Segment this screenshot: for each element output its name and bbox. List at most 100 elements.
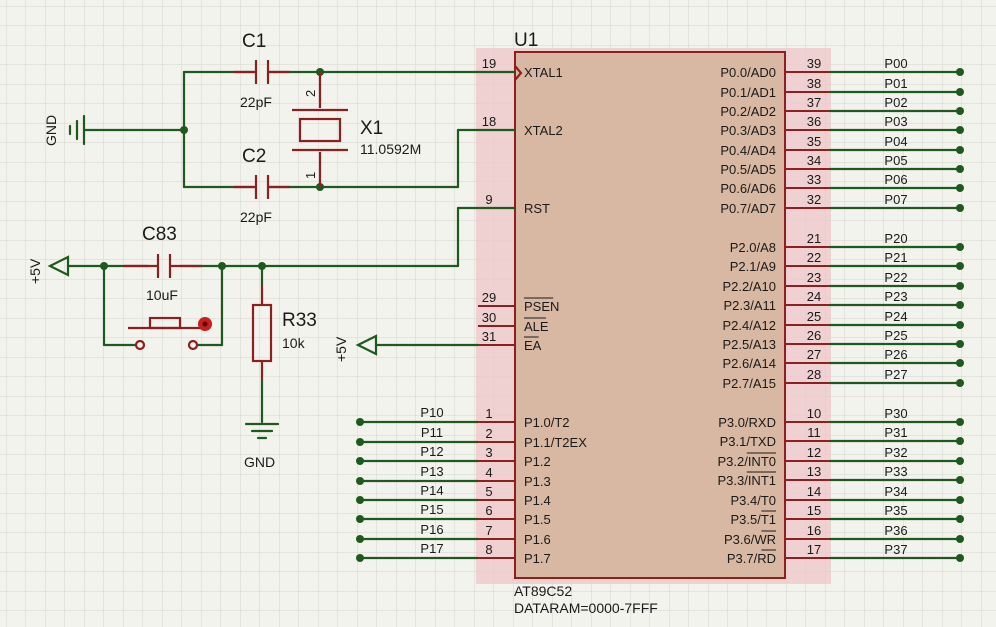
pin-name: P3.2/INT0 [717,454,776,469]
pin-3[interactable]: 3P1.2 [478,445,551,469]
net-terminal[interactable] [356,515,364,523]
net-terminal[interactable] [356,438,364,446]
net-terminal[interactable] [956,88,964,96]
net-terminal[interactable] [956,243,964,251]
chip-right-pins: 39P0.0/AD0P0038P0.1/AD1P0137P0.2/AD2P023… [717,56,964,566]
pin-name: P1.3 [524,474,551,489]
net-terminal[interactable] [356,535,364,543]
chip-body[interactable] [514,51,786,579]
net-terminal[interactable] [956,515,964,523]
pin-8[interactable]: 8P1.7 [478,542,551,566]
net-terminal[interactable] [356,418,364,426]
net-terminal[interactable] [356,477,364,485]
pin-6[interactable]: 6P1.5 [478,503,551,527]
net-label: P23 [884,289,907,304]
pin-name: RST [524,201,550,216]
net-label: P32 [884,445,907,460]
pin-name: P1.1/T2EX [524,435,587,450]
net-label: P13 [420,464,443,479]
net-label: P35 [884,503,907,518]
pin-name: XTAL1 [524,65,563,80]
net-terminal[interactable] [956,68,964,76]
net-terminal[interactable] [956,379,964,387]
net-label: P34 [884,484,907,499]
pin-number: 11 [807,425,821,440]
net-terminal[interactable] [356,496,364,504]
net-terminal[interactable] [956,204,964,212]
pin-2[interactable]: 2P1.1/T2EX [478,426,587,450]
gnd-left-label: GND [43,115,59,146]
net-terminal[interactable] [956,184,964,192]
pin-number: 10 [807,406,821,421]
reset-push-button[interactable] [102,264,224,351]
crystal-x1[interactable]: 2 1 X1 11.0592M [292,72,421,187]
net-terminal[interactable] [356,554,364,562]
net-terminal[interactable] [956,321,964,329]
net-terminal[interactable] [956,262,964,270]
net-terminal[interactable] [356,457,364,465]
net-terminal[interactable] [956,554,964,562]
net-terminal[interactable] [956,126,964,134]
net-terminal[interactable] [956,496,964,504]
pin-number: 38 [807,76,821,91]
net-terminal[interactable] [956,340,964,348]
vcc-left-label: +5V [27,258,43,284]
pin-name: PSEN [524,299,559,314]
pin-name: P1.0/T2 [524,415,570,430]
pin-5[interactable]: 5P1.4 [478,484,551,508]
pin-name: P3.7/RD [727,551,776,566]
pin-number: 36 [807,114,821,129]
c2-value: 22pF [240,209,272,225]
net-terminal[interactable] [956,476,964,484]
net-terminal[interactable] [956,107,964,115]
capacitor-c1[interactable]: C1 22pF [234,31,290,110]
net-terminal[interactable] [956,359,964,367]
net-terminal[interactable] [956,437,964,445]
pin-name: P3.0/RXD [718,415,776,430]
net-terminal[interactable] [956,457,964,465]
pin-4[interactable]: 4P1.3 [478,465,551,489]
net-label: P04 [884,134,907,149]
net-terminal[interactable] [956,282,964,290]
net-terminal[interactable] [956,535,964,543]
capacitor-c2[interactable]: C2 22pF [234,146,290,225]
net-label: P27 [884,367,907,382]
net-terminal[interactable] [956,418,964,426]
resistor-r33[interactable]: R33 10k [251,264,317,424]
capacitor-c83[interactable]: C83 10uF [124,224,202,303]
pin-1[interactable]: 1P1.0/T2 [478,406,570,430]
net-terminal[interactable] [956,146,964,154]
net-P11: P11 [356,425,478,446]
pin-7[interactable]: 7P1.6 [478,523,551,547]
net-terminal[interactable] [956,165,964,173]
net-terminal[interactable] [956,301,964,309]
